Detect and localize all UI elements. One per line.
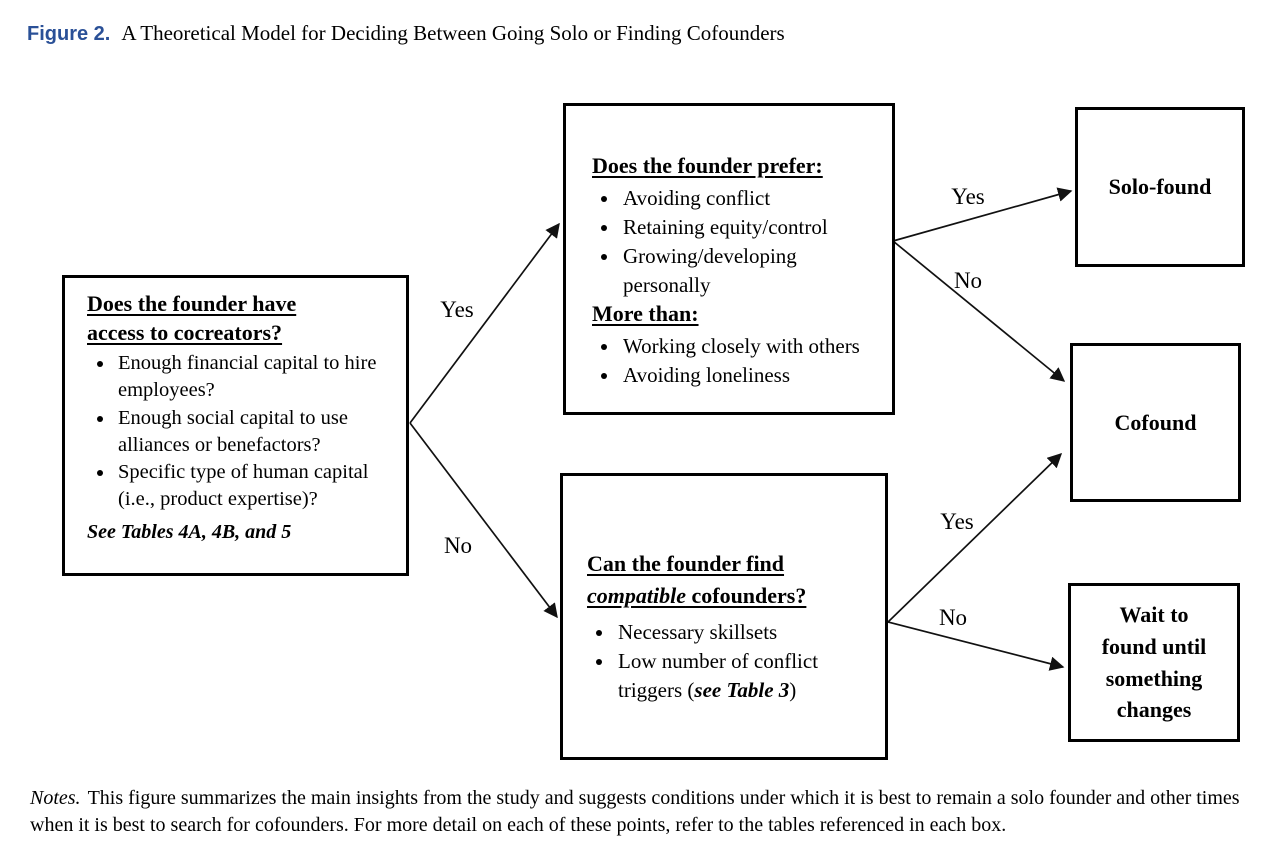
see-tables-note: See Tables 4A, 4B, and 5: [87, 520, 292, 543]
figure-notes: Notes.This figure summarizes the main in…: [30, 785, 1260, 839]
prefer-heading: Does the founder prefer:: [592, 153, 823, 178]
bullet-item: Low number of conflict triggers (see Tab…: [615, 647, 879, 705]
bullet-item: Enough social capital to use alliances o…: [115, 405, 394, 460]
access-heading-line1: Does the founder have: [87, 291, 297, 316]
bullet-item: Specific type of human capital (i.e., pr…: [115, 459, 394, 514]
arrow-access-yes: [409, 222, 560, 424]
access-box-heading: Does the founder have access to cocreato…: [87, 290, 394, 347]
solo-found-box: Solo-found: [1075, 107, 1245, 267]
access-bullet-list: Enough financial capital to hire employe…: [87, 350, 394, 514]
compatible-heading-italic: compatible: [587, 582, 686, 608]
arrow-prefer-no: [892, 240, 1066, 382]
edge-label-compatible-yes: Yes: [940, 509, 974, 534]
access-heading-line2: access to cocreators?: [87, 319, 283, 345]
solo-found-label: Solo-found: [1108, 174, 1212, 200]
compatible-heading-line2: compatible cofounders?: [587, 580, 879, 612]
notes-label: Notes.: [30, 787, 81, 809]
compatible-bullet-list: Necessary skillsets Low number of confli…: [587, 618, 879, 705]
bullet-text: ): [789, 677, 797, 702]
prefer-box: Does the founder prefer: Avoiding confli…: [563, 103, 895, 415]
table-reference: see Table 3: [694, 677, 790, 702]
bullet-item: Necessary skillsets: [615, 618, 879, 647]
edge-label-compatible-no: No: [938, 605, 968, 630]
compatible-box-heading: Can the founder find compatible cofounde…: [587, 548, 879, 612]
compatible-heading-line1: Can the founder find: [587, 551, 785, 576]
arrow-compatible-yes: [887, 452, 1063, 623]
cofound-label: Cofound: [1114, 409, 1197, 435]
edge-label-prefer-yes: Yes: [951, 184, 985, 209]
figure-title-text: A Theoretical Model for Deciding Between…: [121, 21, 785, 45]
more-than-bullet-list: Working closely with others Avoiding lon…: [592, 332, 888, 390]
bullet-item: Avoiding loneliness: [620, 361, 888, 390]
more-than-heading: More than:: [592, 301, 699, 327]
access-box: Does the founder have access to cocreato…: [62, 275, 409, 576]
bullet-item: Retaining equity/control: [620, 213, 888, 242]
bullet-item: Growing/developing personally: [620, 242, 828, 300]
edge-label-access-no: No: [443, 533, 473, 558]
bullet-text: Low number of conflict triggers (: [618, 648, 819, 702]
cofound-box: Cofound: [1070, 343, 1241, 502]
edge-label-prefer-no: No: [953, 268, 983, 293]
wait-label: Wait to found until something changes: [1101, 601, 1207, 723]
compatible-heading-rest: cofounders?: [685, 582, 807, 608]
prefer-bullet-list: Avoiding conflict Retaining equity/contr…: [592, 184, 888, 300]
figure-caption: Figure 2. A Theoretical Model for Decidin…: [27, 21, 785, 46]
wait-box: Wait to found until something changes: [1068, 583, 1240, 742]
notes-text: This figure summarizes the main insights…: [30, 787, 1240, 836]
bullet-item: Enough financial capital to hire employe…: [115, 350, 394, 405]
compatible-box: Can the founder find compatible cofounde…: [560, 473, 888, 760]
bullet-item: Avoiding conflict: [620, 184, 888, 213]
arrow-compatible-no: [887, 621, 1065, 671]
bullet-item: Working closely with others: [620, 332, 888, 361]
edge-label-access-yes: Yes: [440, 297, 474, 322]
figure-number-label: Figure 2.: [27, 23, 111, 45]
arrow-access-no: [409, 422, 558, 619]
